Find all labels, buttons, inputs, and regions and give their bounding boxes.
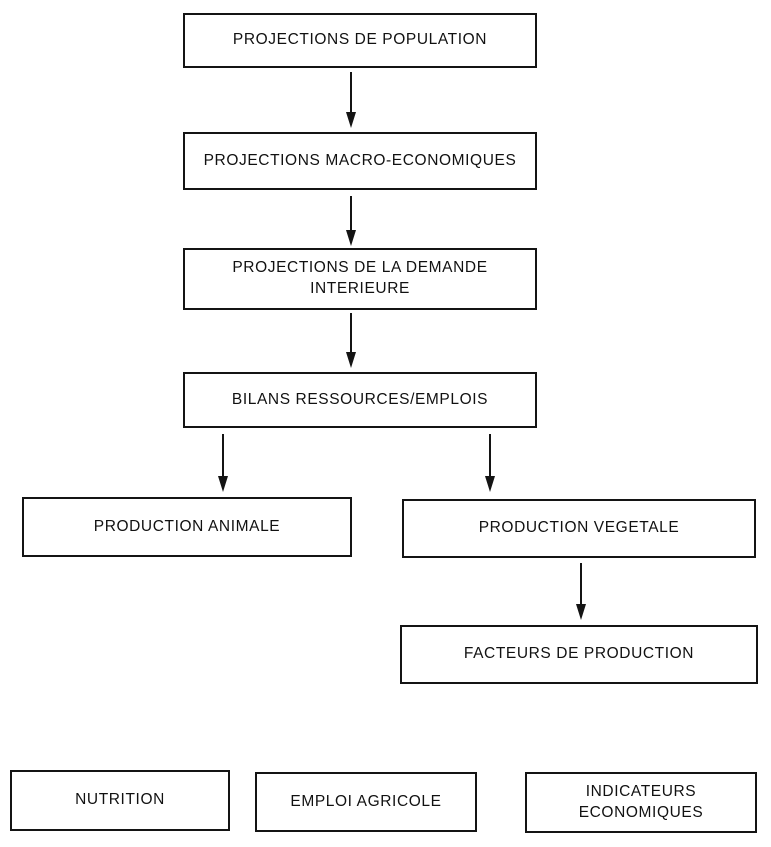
node-production-vegetale: PRODUCTION VEGETALE — [402, 499, 756, 558]
arrow-down-icon — [346, 230, 356, 246]
node-bilans-ressources-emplois: BILANS RESSOURCES/EMPLOIS — [183, 372, 537, 428]
arrow-down-icon — [485, 476, 495, 492]
node-facteurs-de-production: FACTEURS DE PRODUCTION — [400, 625, 758, 684]
arrow-macro-to-demande — [345, 196, 357, 246]
node-emploi-agricole: EMPLOI AGRICOLE — [255, 772, 477, 832]
arrow-bilans-to-animale — [217, 434, 229, 492]
node-projections-macro-economiques: PROJECTIONS MACRO-ECONOMIQUES — [183, 132, 537, 190]
arrow-stem — [350, 196, 352, 230]
arrow-down-icon — [218, 476, 228, 492]
arrow-stem — [489, 434, 491, 476]
arrow-down-icon — [346, 352, 356, 368]
arrow-stem — [350, 313, 352, 352]
arrow-stem — [350, 72, 352, 112]
node-production-animale: PRODUCTION ANIMALE — [22, 497, 352, 557]
arrow-demande-to-bilans — [345, 313, 357, 368]
arrow-down-icon — [576, 604, 586, 620]
node-projections-de-population: PROJECTIONS DE POPULATION — [183, 13, 537, 68]
node-indicateurs-economiques: INDICATEURS ECONOMIQUES — [525, 772, 757, 833]
arrow-vegetale-to-facteurs — [575, 563, 587, 620]
node-nutrition: NUTRITION — [10, 770, 230, 831]
arrow-stem — [222, 434, 224, 476]
arrow-bilans-to-vegetale — [484, 434, 496, 492]
arrow-population-to-macro — [345, 72, 357, 128]
arrow-down-icon — [346, 112, 356, 128]
arrow-stem — [580, 563, 582, 604]
node-projections-demande-interieure: PROJECTIONS DE LA DEMANDE INTERIEURE — [183, 248, 537, 310]
